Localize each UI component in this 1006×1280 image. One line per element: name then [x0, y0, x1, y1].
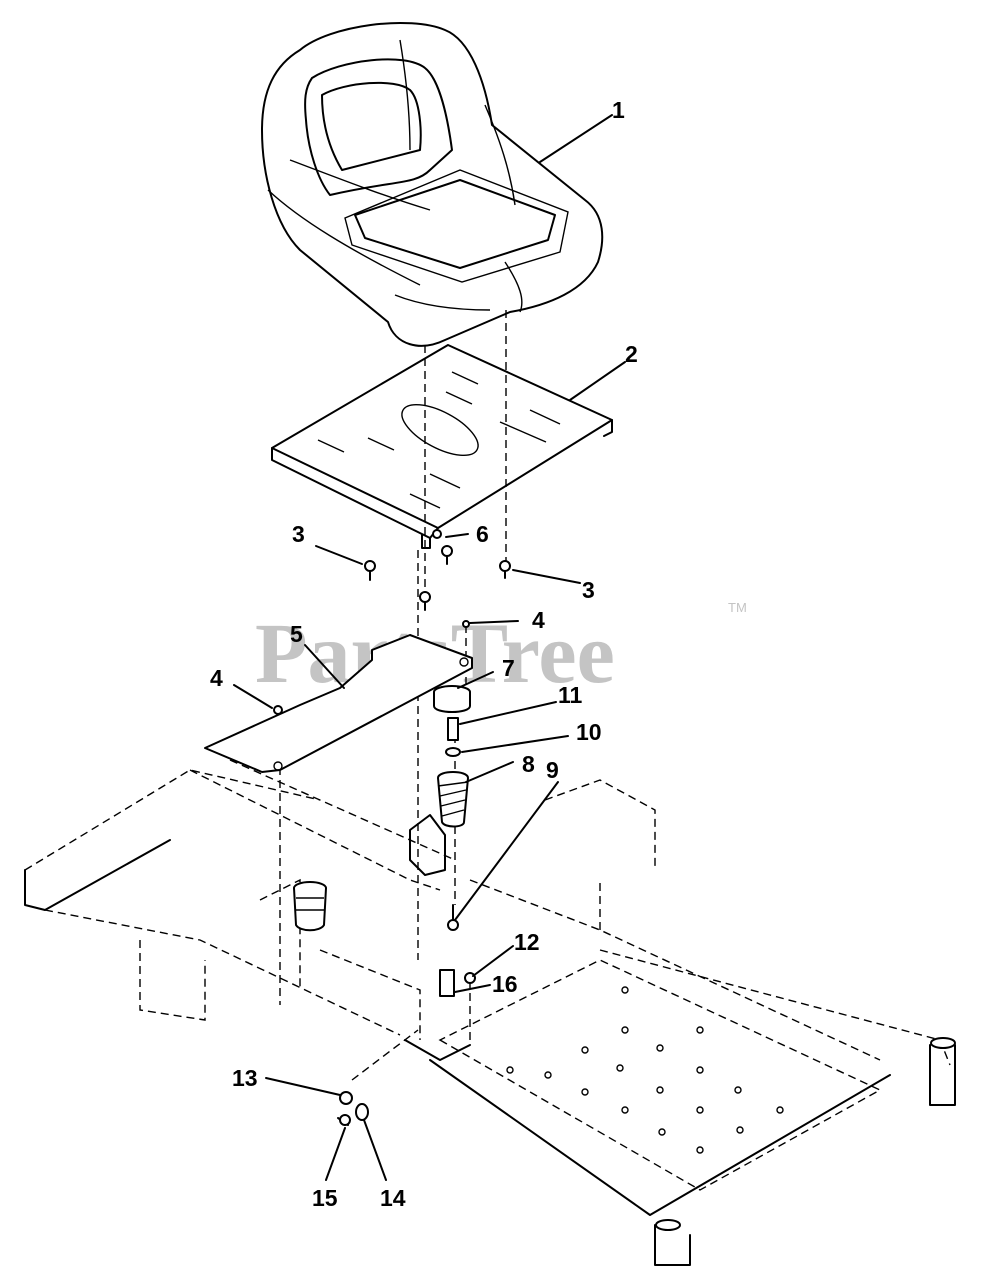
watermark-trademark: TM [728, 600, 747, 615]
callout-16: 16 [492, 971, 518, 997]
callout-9: 9 [546, 757, 559, 783]
seat-part [261, 21, 604, 347]
hardware-bolts [273, 529, 511, 715]
assembly-lines [279, 310, 507, 1081]
callout-12: 12 [514, 929, 540, 955]
callout-15: 15 [312, 1185, 338, 1211]
leader-lines [233, 114, 626, 1181]
bracket-plate-part [204, 634, 473, 773]
lower-hardware [337, 1091, 369, 1126]
callout-11: 11 [558, 682, 583, 708]
spring-stack-part [433, 685, 471, 931]
callout-7: 7 [502, 655, 515, 681]
callout-3a: 3 [292, 521, 305, 547]
mower-frame [24, 759, 956, 1266]
callouts: 1 2 3 3 4 4 5 6 7 8 9 10 11 12 13 14 15 … [210, 97, 638, 1211]
callout-14: 14 [380, 1185, 406, 1211]
callout-1: 1 [612, 97, 625, 123]
callout-10: 10 [576, 719, 602, 745]
callout-2: 2 [625, 341, 638, 367]
callout-4b: 4 [210, 665, 223, 691]
callout-5: 5 [290, 621, 303, 647]
callout-13: 13 [232, 1065, 258, 1091]
seat-pan-part [271, 344, 613, 549]
callout-3b: 3 [582, 577, 595, 603]
floor-holes [506, 986, 784, 1154]
callout-6: 6 [476, 521, 489, 547]
callout-4a: 4 [532, 607, 545, 633]
callout-8: 8 [522, 751, 535, 777]
